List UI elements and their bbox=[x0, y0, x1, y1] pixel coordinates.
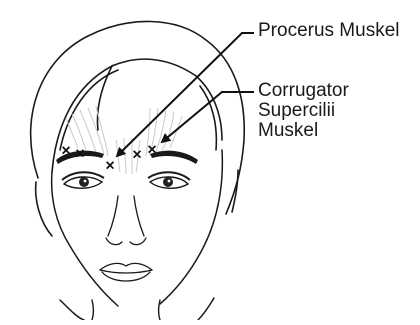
procerus-label: Procerus Muskel bbox=[258, 21, 400, 41]
hair-outline bbox=[31, 21, 245, 236]
marker-right-1: × bbox=[132, 147, 141, 164]
left-eye bbox=[62, 172, 104, 188]
marker-right-2: × bbox=[147, 142, 156, 159]
neck bbox=[92, 300, 160, 320]
corrugator-label: Corrugator Supercilii Muskel bbox=[258, 81, 349, 141]
corrugator-label-line-2: Supercilii bbox=[258, 101, 349, 121]
procerus-leader-arrow bbox=[117, 33, 254, 156]
nose bbox=[106, 196, 146, 245]
lips bbox=[100, 263, 152, 281]
injection-markers: × × × × × bbox=[61, 142, 156, 175]
face-outline bbox=[52, 150, 223, 320]
marker-left-2: × bbox=[75, 146, 84, 163]
marker-center: × bbox=[105, 158, 114, 175]
marker-left-1: × bbox=[61, 143, 70, 160]
corrugator-label-line-1: Corrugator bbox=[258, 81, 349, 101]
right-eye bbox=[148, 172, 190, 188]
right-eyebrow bbox=[150, 151, 198, 164]
leader-lines bbox=[117, 33, 254, 156]
corrugator-label-line-3: Muskel bbox=[258, 121, 349, 141]
